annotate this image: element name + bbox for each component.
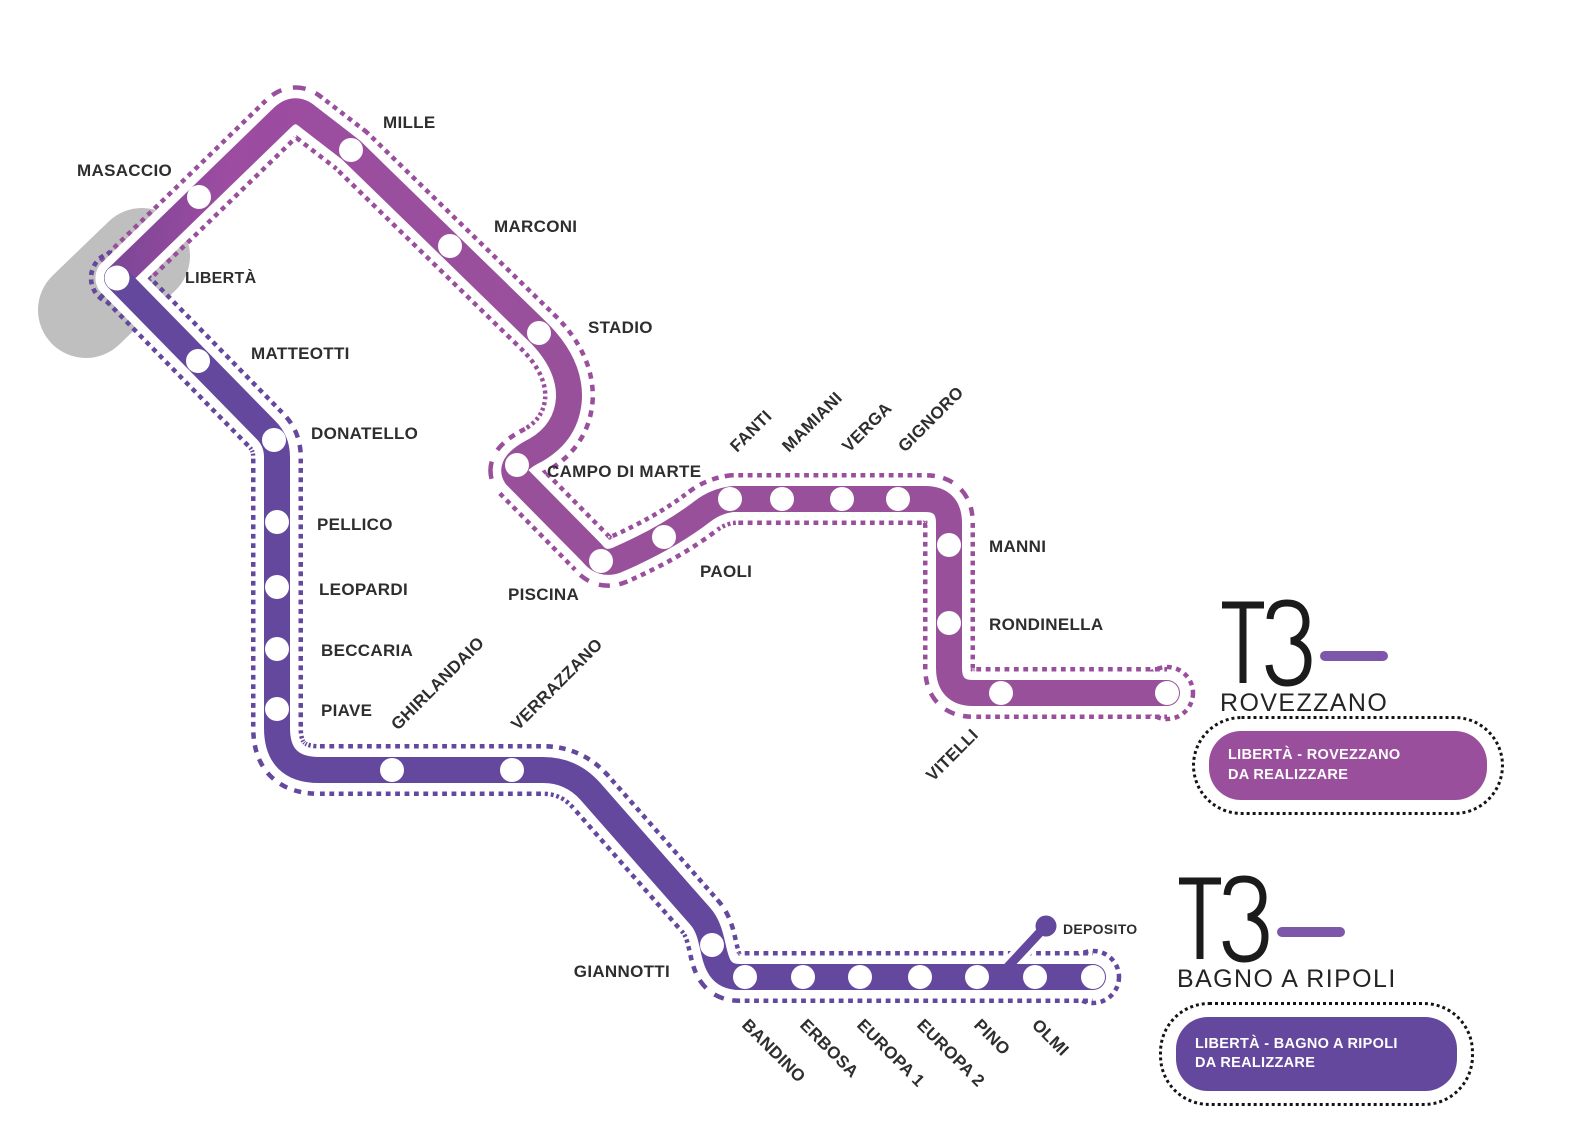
station-dot-masaccio <box>187 185 211 209</box>
station-label-paoli: PAOLI <box>700 562 752 581</box>
station-label-pino: PINO <box>970 1015 1014 1059</box>
legend-box-rovezzano: LIBERTÀ - ROVEZZANO DA REALIZZARE <box>1192 716 1504 815</box>
logo-name-bagno-a-ripoli: BAGNO A RIPOLI <box>1177 965 1397 993</box>
station-label-rondinella: RONDINELLA <box>989 615 1103 634</box>
depot-branch-line <box>998 924 1048 977</box>
depot-label: DEPOSITO <box>1063 921 1138 937</box>
t3-logo-icon <box>1222 599 1388 687</box>
station-dot-beccaria <box>265 637 289 661</box>
legend-rovezzano-route: LIBERTÀ - ROVEZZANO <box>1228 747 1401 764</box>
legend-rovezzano-pill: LIBERTÀ - ROVEZZANO DA REALIZZARE <box>1209 731 1487 800</box>
station-dot-pino <box>965 965 989 989</box>
t3-letter-3 <box>1265 599 1312 687</box>
station-dot-bandino <box>733 965 757 989</box>
station-label-masaccio: MASACCIO <box>77 161 172 180</box>
t3-dash-mark <box>1277 927 1345 937</box>
station-dot-giannotti <box>700 933 724 957</box>
terminal-dashed-ring-bagno-a-ripoli <box>1064 948 1122 1006</box>
station-dot-europa-2 <box>908 965 932 989</box>
station-label-campo-di-marte: CAMPO DI MARTE <box>547 462 701 481</box>
station-dot-campo-di-marte <box>505 453 529 477</box>
station-dot-gignoro <box>886 487 910 511</box>
station-dot-piave <box>265 697 289 721</box>
station-label-olmi: OLMI <box>1028 1015 1072 1059</box>
station-label-libertà: LIBERTÀ <box>185 268 257 287</box>
station-dot-donatello <box>262 428 286 452</box>
station-label-vitelli: VITELLI <box>922 725 982 785</box>
station-dot-piscina <box>589 549 613 573</box>
station-dot-marconi <box>438 234 462 258</box>
t3-dash-mark <box>1320 651 1388 661</box>
station-dot-terminus <box>1155 681 1179 705</box>
station-dot-leopardi <box>265 575 289 599</box>
station-dot-manni <box>937 533 961 557</box>
station-dot-mamiani <box>770 487 794 511</box>
station-label-stadio: STADIO <box>588 318 653 337</box>
station-dot-matteotti <box>186 349 210 373</box>
t3-letter-3 <box>1222 875 1269 963</box>
station-label-piave: PIAVE <box>321 701 372 720</box>
station-dot-verga <box>830 487 854 511</box>
station-dot-stadio <box>527 321 551 345</box>
station-label-fanti: FANTI <box>726 407 775 456</box>
station-dot-terminus <box>1081 965 1105 989</box>
station-label-mamiani: MAMIANI <box>778 388 846 456</box>
terminal-dashed-ring-rovezzano <box>1138 664 1196 722</box>
t3-logo-icon <box>1179 875 1345 963</box>
t3-letters <box>1222 599 1312 687</box>
legend-bagno-status: DA REALIZZARE <box>1195 1055 1316 1071</box>
station-label-matteotti: MATTEOTTI <box>251 344 350 363</box>
legend-box-bagno-a-ripoli: LIBERTÀ - BAGNO A RIPOLI DA REALIZZARE <box>1159 1002 1474 1106</box>
station-dot-europa-1 <box>848 965 872 989</box>
station-dot-ghirlandaio <box>380 758 404 782</box>
station-dot-olmi <box>1023 965 1047 989</box>
line-logo-bagno-a-ripoli: BAGNO A RIPOLI <box>1177 875 1397 994</box>
station-label-gignoro: GIGNORO <box>894 383 967 456</box>
station-label-giannotti: GIANNOTTI <box>574 962 670 981</box>
legend-bagno-route: LIBERTÀ - BAGNO A RIPOLI <box>1195 1035 1398 1052</box>
station-label-piscina: PISCINA <box>508 585 579 604</box>
legend-rovezzano-status: DA REALIZZARE <box>1228 766 1349 783</box>
station-dot-fanti <box>718 487 742 511</box>
station-dot-paoli <box>652 525 676 549</box>
station-dot-rondinella <box>937 611 961 635</box>
legend-bagno-pill: LIBERTÀ - BAGNO A RIPOLI DA REALIZZARE <box>1176 1017 1457 1091</box>
depot-dot <box>1035 915 1057 937</box>
station-dot-verrazzano <box>500 758 524 782</box>
station-label-donatello: DONATELLO <box>311 424 418 443</box>
station-label-pellico: PELLICO <box>317 515 393 534</box>
station-label-verrazzano: VERRAZZANO <box>507 635 606 734</box>
station-dot-libertà <box>104 265 130 291</box>
station-label-beccaria: BECCARIA <box>321 641 413 660</box>
station-label-verga: VERGA <box>838 399 895 456</box>
station-label-marconi: MARCONI <box>494 217 577 236</box>
logo-name-rovezzano: ROVEZZANO <box>1220 689 1389 717</box>
station-dot-erbosa <box>791 965 815 989</box>
line-logo-rovezzano: ROVEZZANO <box>1220 599 1390 718</box>
station-dot-mille <box>339 138 363 162</box>
station-label-leopardi: LEOPARDI <box>319 580 408 599</box>
station-label-manni: MANNI <box>989 537 1046 556</box>
station-label-mille: MILLE <box>383 113 436 132</box>
station-dot-pellico <box>265 510 289 534</box>
station-dot-vitelli <box>989 681 1013 705</box>
t3-letters <box>1179 875 1269 963</box>
